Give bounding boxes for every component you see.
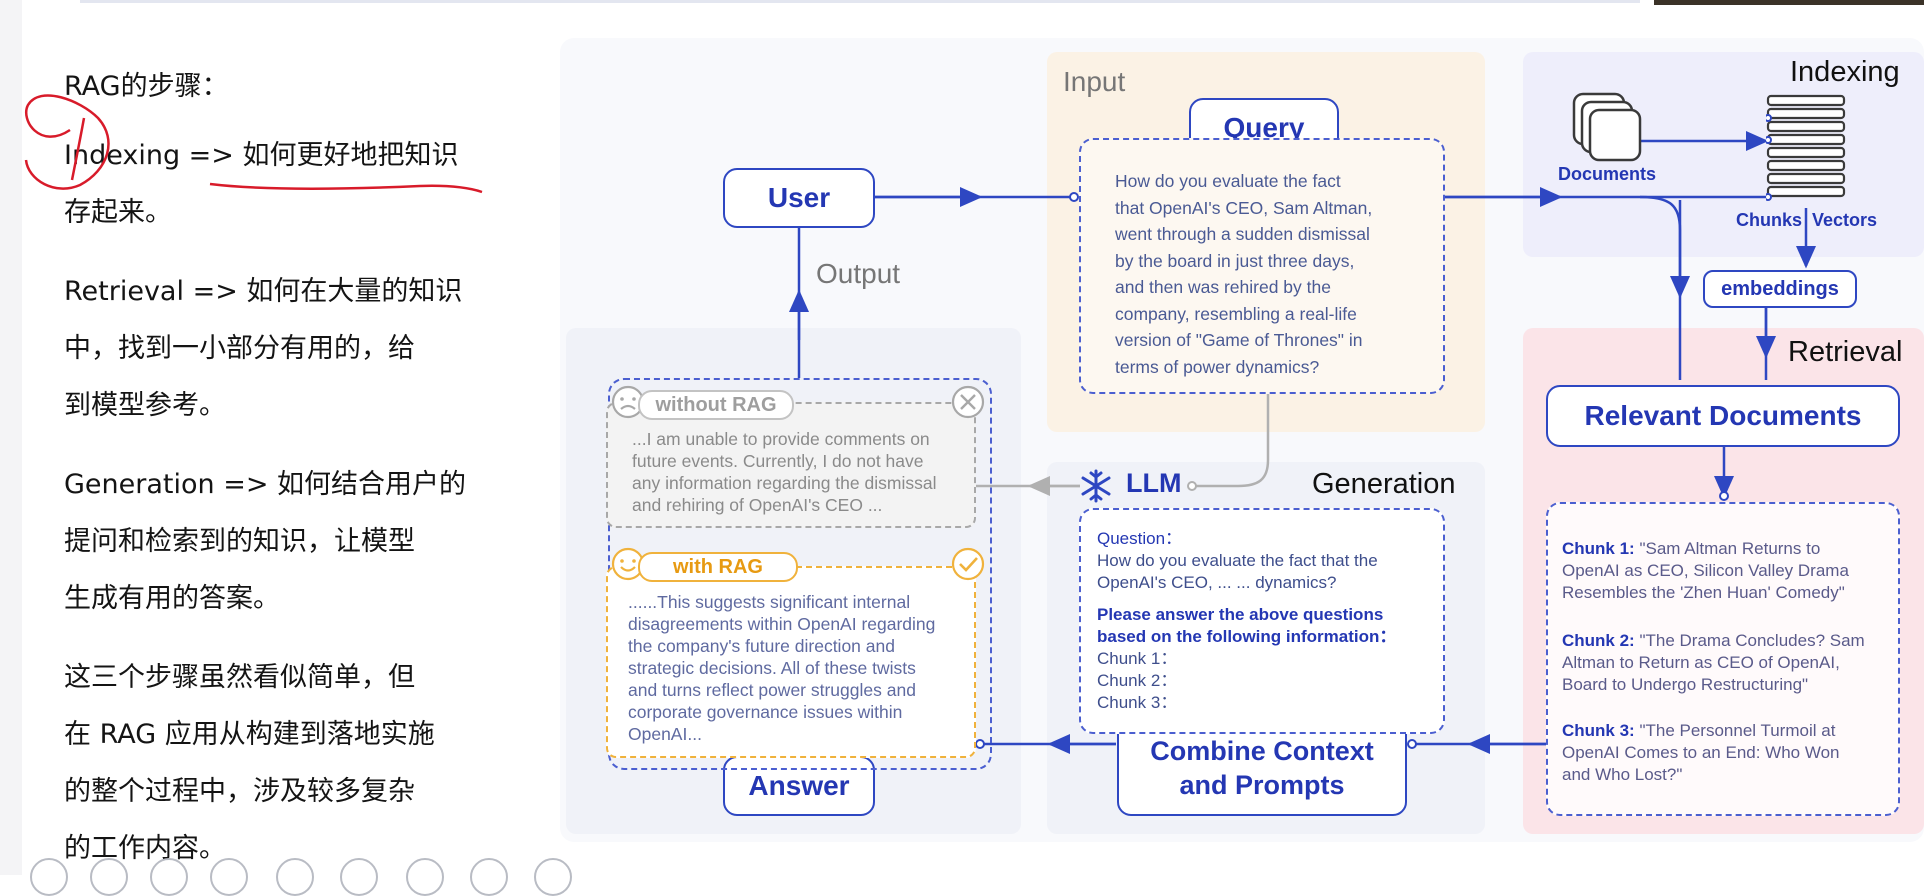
query-text-line: that OpenAI's CEO, Sam Altman, [1115, 195, 1435, 222]
with-rag-line: ......This suggests significant internal [628, 591, 973, 613]
query-text-line: version of "Game of Thrones" in [1115, 327, 1435, 354]
with-rag-line: strategic decisions. All of these twists [628, 657, 973, 679]
section-indexing-label: Indexing [1790, 56, 1900, 89]
prompt-instruction-line: based on the following information： [1097, 626, 1437, 648]
documents-label: Documents [1558, 164, 1656, 185]
chunk-3-label: Chunk 3: [1562, 721, 1635, 740]
vectors-label: Vectors [1812, 210, 1877, 231]
with-rag-label: with RAG [673, 556, 763, 579]
user-node: User [723, 168, 875, 228]
chunk-3-line: OpenAI Comes to an End: Who Won [1562, 742, 1892, 764]
check-icon [950, 546, 986, 582]
prompt-chunk-line: Chunk 1： [1097, 648, 1437, 670]
section-generation-label: Generation [1312, 468, 1456, 501]
chunk-1-line: "Sam Altman Returns to [1635, 539, 1821, 558]
query-text-line: terms of power dynamics? [1115, 354, 1435, 381]
relevant-documents-node: Relevant Documents [1546, 385, 1900, 447]
without-rag-line: any information regarding the dismissal [632, 472, 972, 494]
query-text-box: How do you evaluate the fact that OpenAI… [1079, 138, 1445, 394]
without-rag-pill: without RAG [638, 390, 794, 420]
query-text-line: by the board in just three days, [1115, 248, 1435, 275]
close-icon [950, 384, 986, 420]
chunk-2-line: Board to Undergo Restructuring" [1562, 674, 1892, 696]
without-rag-text: ...I am unable to provide comments on fu… [632, 428, 972, 516]
query-text-line: company, resembling a real-life [1115, 301, 1435, 328]
prompt-question-line: OpenAI's CEO, ... ... dynamics? [1097, 572, 1437, 594]
chunks-stack-icon [1766, 94, 1850, 212]
with-rag-line: the company's future direction and [628, 635, 973, 657]
chunk-3-line: and Who Lost?" [1562, 764, 1892, 786]
prompt-chunk-line: Chunk 3： [1097, 692, 1437, 714]
embeddings-node: embeddings [1703, 270, 1857, 308]
without-rag-line: future events. Currently, I do not have [632, 450, 972, 472]
chunk-3: Chunk 3: "The Personnel Turmoil at OpenA… [1562, 720, 1892, 786]
section-output-label: Output [816, 258, 900, 290]
with-rag-text: ......This suggests significant internal… [628, 591, 973, 745]
chunk-1-line: OpenAI as CEO, Silicon Valley Drama [1562, 560, 1892, 582]
chunk-1-label: Chunk 1: [1562, 539, 1635, 558]
chunk-1-line: Resembles the 'Zhen Huan' Comedy" [1562, 582, 1892, 604]
with-rag-line: and turns reflect power struggles and [628, 679, 973, 701]
embeddings-label: embeddings [1721, 278, 1839, 301]
answer-label: Answer [748, 770, 849, 802]
without-rag-label: without RAG [655, 394, 776, 417]
prompt-box: Question： How do you evaluate the fact t… [1079, 508, 1445, 734]
retrieved-chunks-box: Chunk 1: "Sam Altman Returns to OpenAI a… [1546, 502, 1900, 816]
prompt-question-label: Question： [1097, 528, 1437, 550]
without-rag-line: ...I am unable to provide comments on [632, 428, 972, 450]
query-text-line: and then was rehired by the [1115, 274, 1435, 301]
chunk-2-line: "The Drama Concludes? Sam [1635, 631, 1865, 650]
documents-icon [1572, 92, 1648, 168]
chunk-3-line: "The Personnel Turmoil at [1635, 721, 1836, 740]
with-rag-line: OpenAI... [628, 723, 973, 745]
chunks-label: Chunks [1736, 210, 1802, 231]
line-query-to-relevant [1640, 197, 1680, 380]
line-query-to-llm [1192, 394, 1268, 486]
section-input-label: Input [1063, 66, 1125, 98]
query-text-line: went through a sudden dismissal [1115, 221, 1435, 248]
snowflake-icon [1078, 468, 1114, 504]
chunk-2-line: Altman to Return as CEO of OpenAI, [1562, 652, 1892, 674]
combine-line-1: Combine Context [1150, 734, 1374, 768]
combine-line-2: and Prompts [1179, 768, 1344, 802]
prompt-chunk-line: Chunk 2： [1097, 670, 1437, 692]
prompt-text: Question： How do you evaluate the fact t… [1097, 528, 1437, 714]
query-text: How do you evaluate the fact that OpenAI… [1115, 168, 1435, 380]
with-rag-pill: with RAG [638, 552, 798, 582]
combine-node: Combine Context and Prompts [1117, 720, 1407, 816]
rag-diagram: Input Indexing Output Retrieval Generati… [0, 0, 1924, 875]
section-retrieval-label: Retrieval [1788, 336, 1902, 369]
user-label: User [768, 182, 830, 214]
relevant-documents-label: Relevant Documents [1585, 400, 1862, 432]
query-text-line: How do you evaluate the fact [1115, 168, 1435, 195]
without-rag-line: and rehiring of OpenAI's CEO ... [632, 494, 972, 516]
with-rag-line: corporate governance issues within [628, 701, 973, 723]
chunk-1: Chunk 1: "Sam Altman Returns to OpenAI a… [1562, 538, 1892, 604]
chunk-2: Chunk 2: "The Drama Concludes? Sam Altma… [1562, 630, 1892, 696]
with-rag-line: disagreements within OpenAI regarding [628, 613, 973, 635]
llm-label: LLM [1126, 468, 1181, 499]
chunk-2-label: Chunk 2: [1562, 631, 1635, 650]
prompt-question-line: How do you evaluate the fact that the [1097, 550, 1437, 572]
prompt-instruction-line: Please answer the above questions [1097, 604, 1437, 626]
